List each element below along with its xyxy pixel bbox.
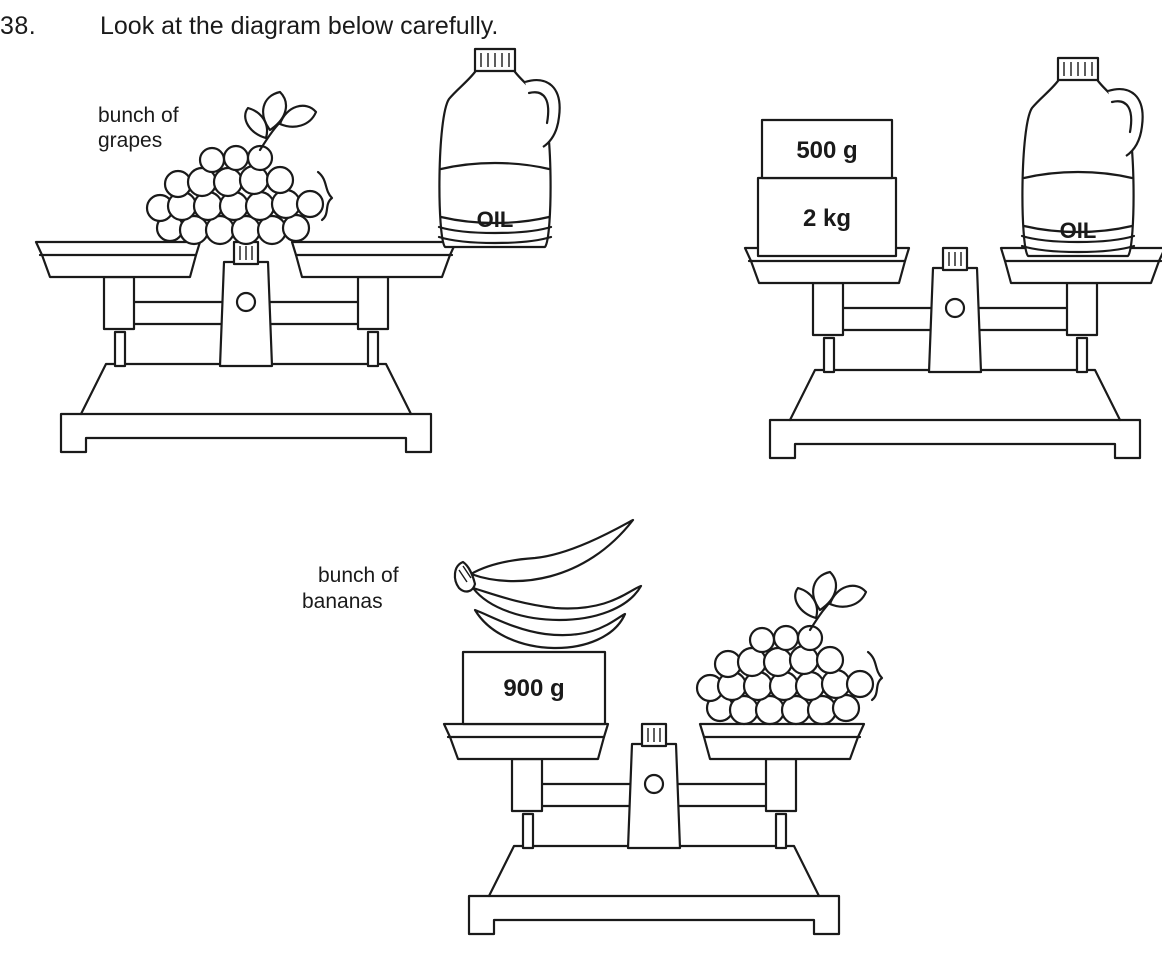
- bananas-label-line2: bananas: [302, 590, 383, 613]
- balance-scale-icon: [34, 240, 458, 454]
- balance-scale-icon: [743, 246, 1162, 460]
- grapes-label-line2: grapes: [98, 129, 162, 152]
- question-header: 38. Look at the diagram below carefully.: [0, 12, 700, 52]
- question-text: Look at the diagram below carefully.: [100, 12, 499, 40]
- scale-bottom: 900 g bunch of bananas: [302, 518, 884, 936]
- weight-block-icon: [461, 650, 607, 726]
- question-number: 38.: [0, 12, 37, 40]
- scale-top-right: 2 kg 500 g OIL: [743, 56, 1162, 460]
- weight-900g: 900 g: [503, 675, 564, 702]
- bananas-label-line1: bunch of: [318, 564, 399, 587]
- weight-block-icon: [760, 118, 894, 180]
- scale-top-left: OIL bunch of grapes: [34, 47, 561, 454]
- oil-label: OIL: [477, 207, 514, 232]
- grapes-label-line1: bunch of: [98, 104, 179, 127]
- oil-label: OIL: [1060, 218, 1097, 243]
- balance-scale-icon: [442, 722, 866, 936]
- weight-block-icon: [756, 176, 898, 258]
- weight-2kg: 2 kg: [803, 205, 851, 232]
- grapes-icon: [695, 570, 884, 726]
- weight-500g: 500 g: [796, 137, 857, 164]
- bananas-icon: [453, 518, 643, 650]
